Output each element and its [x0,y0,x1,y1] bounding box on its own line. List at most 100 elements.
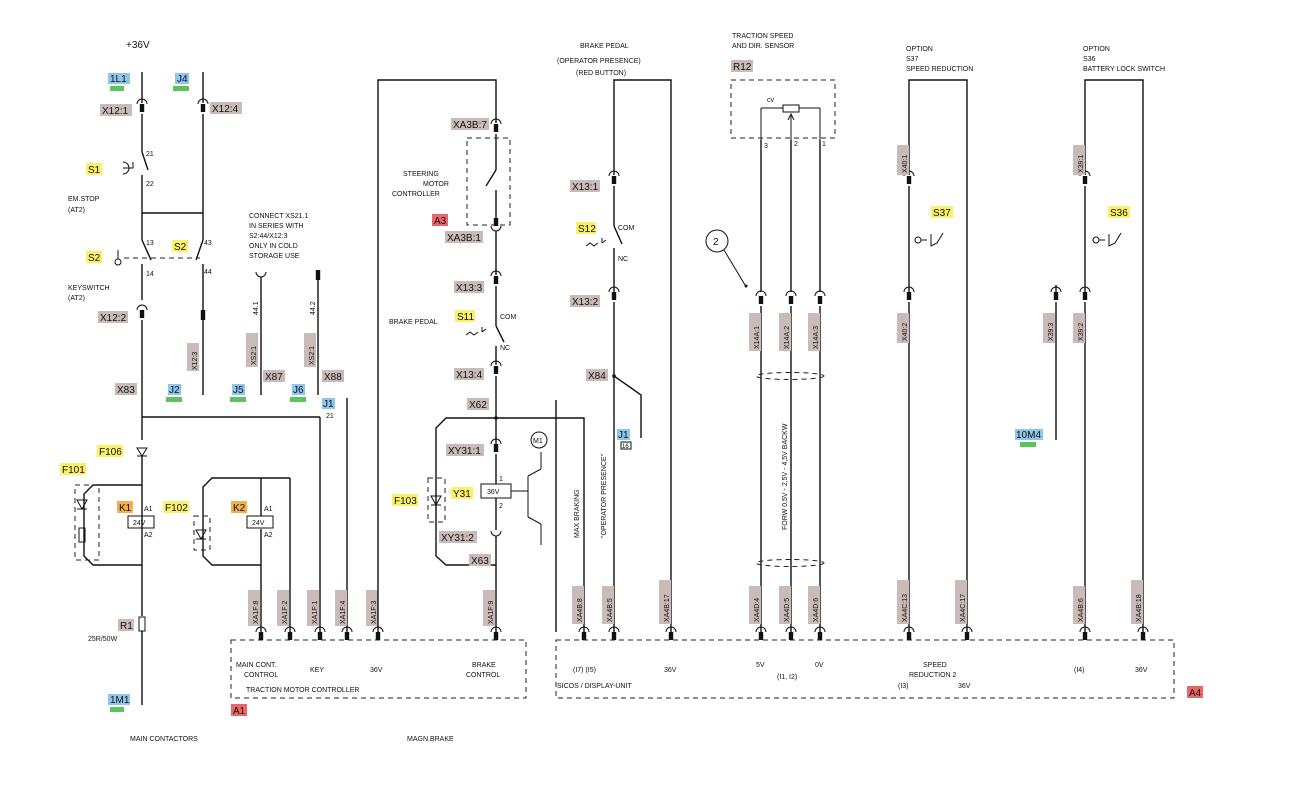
s2-tag-right: S2 [174,242,187,253]
a4-36v-2: 36V [958,683,971,690]
conn-xa1f-1: XA1F:1 [312,601,319,624]
ref-j6: J6 [293,385,304,396]
connect-note-3: S2:44/X12:3 [249,233,288,240]
traction-title-1: TRACTION SPEED [732,33,793,40]
conn-xa4b-17: XA4B:17 [664,594,671,622]
s1-pin22: 22 [146,181,154,188]
conn-x12-4: X12:4 [212,104,239,115]
wire-44-2: 44.2 [310,301,317,315]
k2-a1: A1 [264,506,273,513]
conn-xa4d-4: XA4D:4 [754,598,761,622]
k1-coil: 24V [133,520,146,527]
conn-x14a-3: X14A:3 [813,326,820,349]
a1-control: CONTROL [244,672,278,679]
a4-tag: A4 [1189,688,1202,699]
s2-pin43: 43 [204,240,212,247]
a4-i1-i2: (I1, I2) [777,674,797,681]
a1-brake-control: CONTROL [466,672,500,679]
conn-xa1f-9: XA1F:9 [488,601,495,624]
conn-x14a-1: X14A:1 [754,326,761,349]
operator-presence-vertical: "OPERATOR PRESENCE" [601,453,608,538]
a4-i4: (I4) [1074,667,1085,674]
keyswitch-label: KEYSWITCH [68,285,110,292]
traction-title-2: AND DIR. SENSOR [732,43,794,50]
a1-key: KEY [310,667,324,674]
conn-x40-2: X40:2 [902,323,909,341]
callout-2: 2 [713,237,719,248]
magn-brake: MAGN.BRAKE [407,736,454,743]
conn-x39-1: X39:1 [1078,155,1085,173]
wire-44-1: 44.1 [253,301,260,315]
s11-nc: NC [500,345,510,352]
a4-0v: 0V [815,662,824,669]
conn-xa4b-8: XA4B:8 [577,598,584,622]
s2-pin44: 44 [204,269,212,276]
conn-x87: X87 [265,372,283,383]
brake-pedal-title: BRAKE PEDAL [580,43,629,50]
conn-xa4b-6: XA4B:6 [1078,598,1085,622]
conn-xa4b-5: XA4B:5 [607,598,614,622]
ref-j4: J4 [177,74,188,85]
r12-pin3: 3 [764,143,768,150]
conn-xa3b-1: XA3B:1 [447,233,481,244]
conn-x40-1: X40:1 [902,155,909,173]
conn-x12-2: X12:2 [100,313,127,324]
main-contactors: MAIN CONTACTORS [130,736,198,743]
conn-x63: X63 [471,556,489,567]
opt37-2: S37 [906,56,919,63]
steering-1: STEERING [403,171,439,178]
y31-coil: 36V [487,489,500,496]
a4-5v: 5V [756,662,765,669]
max-braking: MAX BRAKING [574,489,581,538]
op-presence: (OPERATOR PRESENCE) [557,58,641,65]
conn-x13-4: X13:4 [456,370,483,381]
s2-pin14: 14 [146,271,154,278]
sensor-range: FORW 0,5V - 2,5V - 4,5V BACKW [782,423,789,530]
ref-j5: J5 [233,385,244,396]
ref-j1-right-sub: 16 [622,444,629,450]
opt36-2: S36 [1083,56,1096,63]
conn-xa4d-5: XA4D:5 [784,598,791,622]
conn-xa4c-17: XA4C:17 [960,594,967,622]
conn-x83: X83 [117,385,135,396]
a1-main-cont: MAIN CONT. [236,662,277,669]
conn-x88: X88 [324,372,342,383]
s12-com: COM [618,225,635,232]
r1-value: 25R/50W [88,636,118,643]
ref-j1-right: J1 [618,430,629,441]
conn-x12-3: X12:3 [192,352,199,370]
s1-pin21: 21 [146,151,154,158]
r12-pin2: 2 [794,141,798,148]
opt36-1: OPTION [1083,46,1110,53]
conn-x12-1: X12:1 [102,106,129,117]
conn-x14a-2: X14A:2 [784,326,791,349]
r12-pin1: 1 [822,141,826,148]
conn-x39-3: X39:3 [1048,323,1055,341]
r1-tag: R1 [120,621,133,632]
y31-tag: Y31 [453,489,471,500]
ref-1l1: 1L1 [110,74,127,85]
opt37-3: SPEED REDUCTION [906,66,973,73]
a4-reduction2: REDUCTION 2 [909,672,957,679]
steering-2: MOTOR [423,181,449,188]
conn-xa4d-6: XA4D:6 [813,598,820,622]
brake-pedal-left: BRAKE PEDAL [389,319,438,326]
s11-com: COM [500,314,517,321]
s11-tag: S11 [457,312,474,323]
supply-label: +36V [126,40,150,51]
keyswitch-sub: (AT2) [68,295,85,302]
emstop-sub: (AT2) [68,207,85,214]
s12-tag: S12 [578,224,596,235]
conn-x13-2: X13:2 [572,297,599,308]
conn-xy31-2: XY31:2 [441,533,474,544]
a4-i7-i5: (I7) (I5) [573,667,596,674]
emstop-label: EM.STOP [68,196,100,203]
s1-tag: S1 [88,165,101,176]
k2-a2: A2 [264,532,273,539]
a3-tag: A3 [434,216,447,227]
red-button: (RED BUTTON) [576,70,626,77]
steering-3: CONTROLLER [392,191,440,198]
f106-tag: F106 [99,447,122,458]
conn-xa4b-18: XA4B:18 [1136,594,1143,622]
a1-tag: A1 [233,706,246,717]
